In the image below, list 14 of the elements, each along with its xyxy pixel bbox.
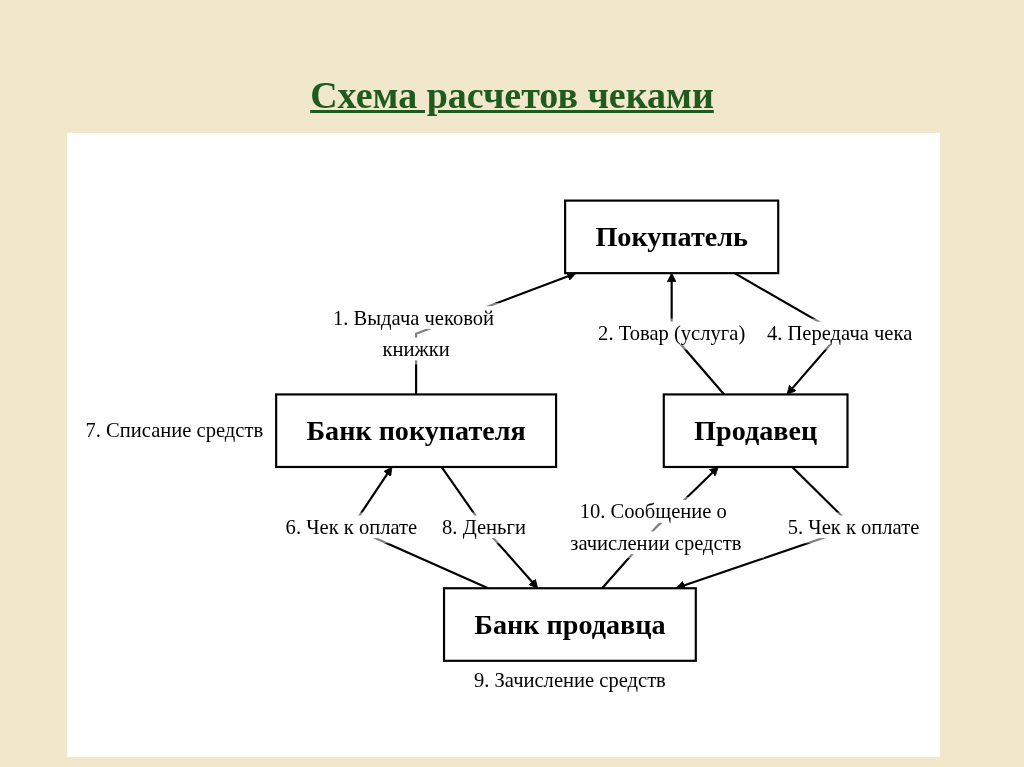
edge-label: 1. Выдача чековой книжки: [332, 306, 495, 360]
node-box: Продавец: [662, 393, 849, 469]
edge-label: 2. Товар (услуга): [598, 321, 746, 345]
edge-label: 5. Чек к оплате: [787, 515, 920, 539]
node-box: Покупатель: [564, 199, 780, 275]
edge-label: 6. Чек к оплате: [285, 515, 418, 539]
beside-text: 7. Списание средств: [85, 419, 264, 442]
edge-label: 8. Деньги: [442, 515, 526, 539]
edge-label: 10. Сообщение о зачислении средств: [570, 500, 742, 554]
title: Схема расчетов чеками: [310, 74, 714, 118]
node-box: Банк продавца: [442, 587, 697, 662]
edge-label: 4. Передача чека: [766, 321, 913, 345]
beside-text: 9. Зачисление средств: [474, 668, 666, 691]
node-box: Банк покупателя: [275, 393, 558, 469]
